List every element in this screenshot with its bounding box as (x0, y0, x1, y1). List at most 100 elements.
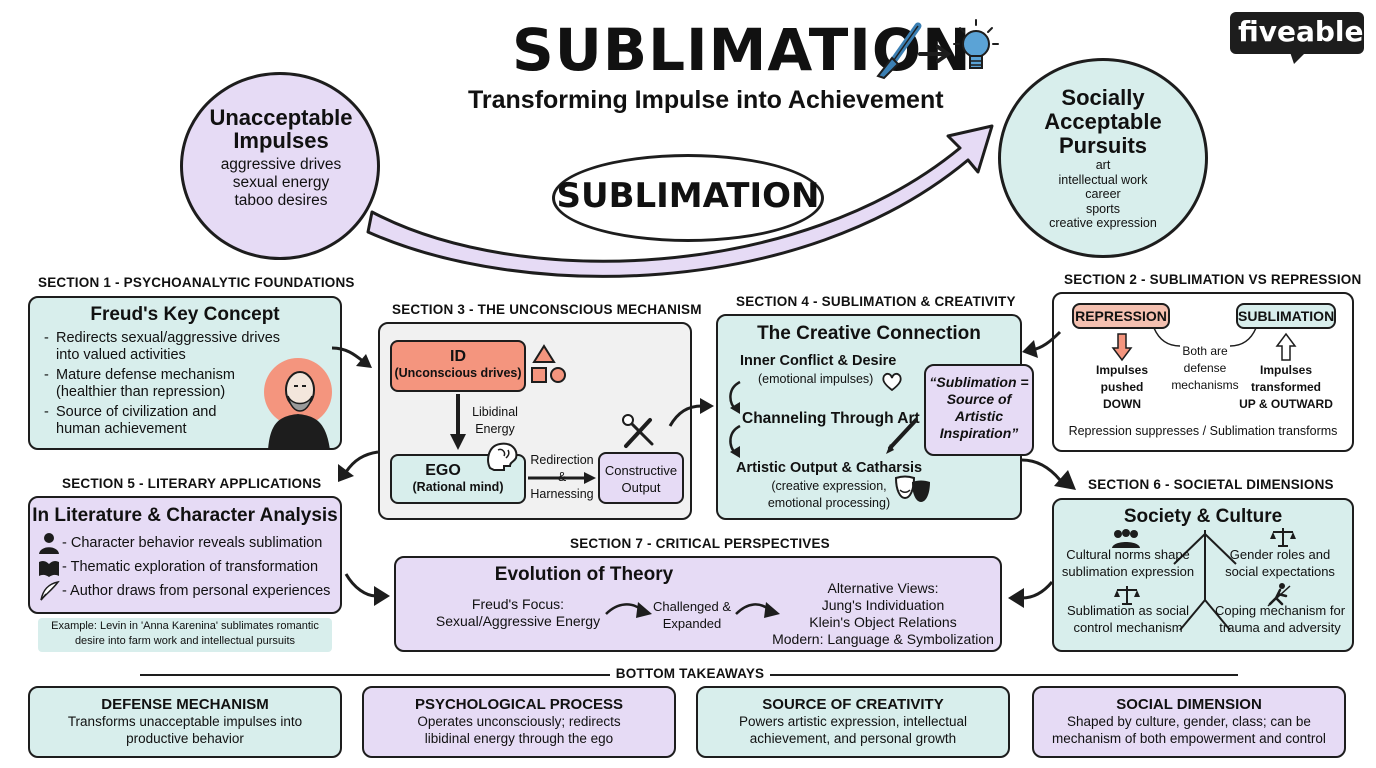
down-arrow-icon (1111, 333, 1133, 362)
right-circle-content: Socially Acceptable Pursuits art intelle… (1003, 86, 1203, 231)
quill-icon (40, 580, 60, 601)
id-title: ID (450, 348, 466, 365)
person-icon (39, 533, 59, 554)
freud-portrait-icon (264, 358, 332, 450)
right-circle-title-2: Acceptable (1044, 109, 1162, 134)
section4-title: The Creative Connection (757, 323, 981, 344)
arrow-s3-to-s4 (668, 398, 714, 427)
takeaway-title: DEFENSE MECHANISM (101, 696, 269, 713)
sublimation-oval (552, 154, 824, 242)
output-line: Output (621, 480, 661, 495)
section1-bullet: Mature defense mechanism(healthier than … (42, 367, 282, 401)
takeaway-title: SOURCE OF CREATIVITY (762, 696, 944, 713)
right-circle-item: intellectual work (1058, 172, 1148, 187)
section3-heading: SECTION 3 - THE UNCONSCIOUS MECHANISM (392, 302, 702, 317)
takeaway-line: productive behavior (126, 731, 244, 746)
takeaway-line: libidinal energy through the ego (424, 731, 614, 746)
ego-to-output-arrow (528, 472, 596, 484)
left-circle-item: taboo desires (234, 192, 328, 209)
section2-footer: Repression suppresses / Sublimation tran… (1068, 424, 1338, 438)
output-line: Constructive (604, 463, 678, 478)
takeaway-line: Transforms unacceptable impulses into (67, 714, 303, 729)
section1-heading: SECTION 1 - PSYCHOANALYTIC FOUNDATIONS (38, 275, 355, 290)
section4-step1-sub: (emotional impulses) (758, 372, 874, 386)
logo-tail-icon (1290, 52, 1306, 64)
section5-example: Example: Levin in 'Anna Karenina' sublim… (51, 620, 319, 647)
arrow-s3-to-s5 (338, 450, 379, 482)
right-circle-item: art (1095, 158, 1111, 172)
ego-subtitle: (Rational mind) (412, 480, 504, 494)
takeaway-card (696, 686, 1010, 758)
pen-icon (886, 418, 918, 454)
section6-box (1052, 498, 1354, 652)
people-icon (1112, 529, 1140, 548)
lightbulb-icon (953, 19, 999, 69)
challenged-label: Challenged &Expanded (652, 599, 732, 631)
theater-masks-icon (894, 475, 930, 502)
logo-text: fiveable (1238, 15, 1364, 48)
id-box: ID (Unconscious drives) (390, 340, 526, 392)
arrow-s2-to-s4 (1022, 330, 1062, 358)
takeaway-line: mechanism of both empowerment and contro… (1052, 731, 1326, 746)
paintbrush-icon (876, 22, 922, 80)
takeaways-rule-left (140, 674, 610, 676)
left-circle-title-2: Impulses (233, 128, 329, 153)
brain-icon (487, 442, 518, 471)
page-title: SUBLIMATION (512, 16, 972, 84)
section4-step1: Inner Conflict & Desire (740, 353, 897, 369)
id-subtitle: (Unconscious drives) (394, 366, 522, 380)
up-arrow-icon (1275, 332, 1297, 361)
section7-heading: SECTION 7 - CRITICAL PERSPECTIVES (570, 536, 830, 551)
quote-box (924, 364, 1034, 456)
section6-divider (1173, 530, 1237, 631)
arrow-s4-to-s6 (1021, 458, 1076, 490)
section7-box (394, 556, 1002, 652)
takeaway-card-content: PSYCHOLOGICAL PROCESS Operates unconscio… (362, 696, 676, 747)
focus-arrow (605, 602, 652, 618)
takeaway-card (28, 686, 342, 758)
ego-title: EGO (425, 462, 461, 479)
section5-example-box (38, 618, 332, 652)
section6-heading: SECTION 6 - SOCIETAL DIMENSIONS (1088, 477, 1334, 492)
transformation-arrow (366, 124, 994, 278)
section4-step3-sub: (creative expression,emotional processin… (767, 479, 891, 510)
libidinal-arrow (450, 394, 466, 450)
book-icon (39, 560, 59, 577)
climber-icon (1267, 583, 1291, 607)
takeaways-heading: BOTTOM TAKEAWAYS (615, 666, 765, 681)
section7-title: Evolution of Theory (494, 564, 674, 585)
right-circle-title-3: Pursuits (1058, 133, 1148, 158)
section4-step2: Channeling Through Art (742, 410, 920, 427)
shapes-icon (531, 344, 566, 383)
arrow-s5-to-s7 (344, 573, 390, 606)
freud-focus: Freud's Focus:Sexual/Aggressive Energy (435, 596, 601, 629)
flow-arrow-2 (729, 424, 741, 458)
scales-icon (1270, 528, 1296, 547)
scales-icon (1114, 586, 1140, 605)
section2-heading: SECTION 2 - SUBLIMATION VS REPRESSION (1064, 272, 1362, 287)
takeaway-card (1032, 686, 1346, 758)
takeaway-card-content: SOCIAL DIMENSION Shaped by culture, gend… (1032, 696, 1346, 747)
takeaway-title: PSYCHOLOGICAL PROCESS (414, 696, 624, 713)
section5-item: - Thematic exploration of transformation (62, 559, 319, 575)
takeaway-card (362, 686, 676, 758)
arrow-s6-to-s7 (1008, 581, 1054, 608)
section5-title: In Literature & Character Analysis (32, 505, 338, 526)
left-circle-item: aggressive drives (220, 156, 342, 173)
section4-step3: Artistic Output & Catharsis (736, 460, 923, 476)
section4-heading: SECTION 4 - SUBLIMATION & CREATIVITY (736, 294, 1016, 309)
sublimation-oval-label: SUBLIMATION (556, 176, 820, 216)
flow-arrow-1 (729, 380, 741, 414)
section5-item: - Author draws from personal experiences (62, 583, 331, 599)
fiveable-logo (1230, 12, 1364, 54)
tools-icon (622, 414, 654, 448)
left-circle-item: sexual energy (232, 174, 330, 191)
